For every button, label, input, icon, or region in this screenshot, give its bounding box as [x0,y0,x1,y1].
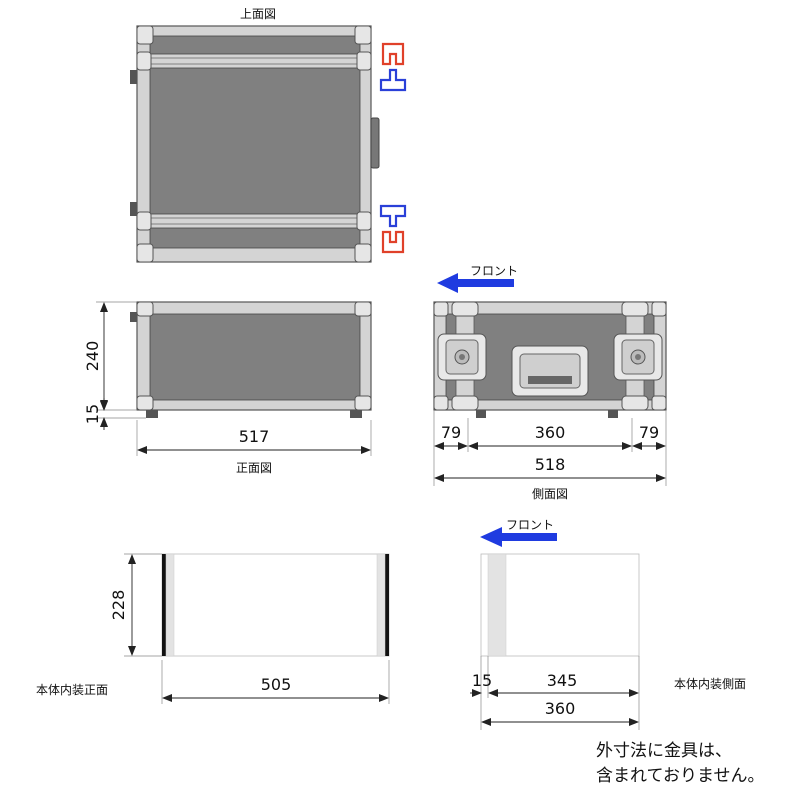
side-mid-dim: 360 [535,423,566,442]
front-view: 240 15 517 正面図 [83,301,372,475]
top-band-panel [149,35,361,55]
side-total-dim: 518 [535,455,566,474]
inner-side-box [480,553,640,657]
front-arrow-icon-2 [480,527,557,547]
bottom-band-panel [149,227,361,249]
front-panel [149,313,361,401]
front-height-label: 240 [83,341,102,372]
top-main-panel [149,67,361,215]
side-right-dim: 79 [639,423,659,442]
front-foot-left [146,410,158,418]
latch-left-bottom [130,202,137,216]
inner-front-height-dim: 228 [109,590,128,621]
side-view-title: 側面図 [532,487,568,501]
top-view: 上面図 [130,7,407,263]
front-arrow-label: フロント [470,264,518,278]
inner-front-box [161,553,390,657]
front-arrow-icon [437,273,514,293]
inner-side-title: 本体内装側面 [674,677,746,691]
side-view: フロント [433,264,667,501]
front-arrow-label-2: フロント [506,518,554,532]
profile-blue-top [379,68,407,92]
inner-side-depth-dim: 345 [547,671,578,690]
inner-side-total-dim: 360 [545,699,576,718]
profile-red-bottom [381,230,405,254]
top-view-title: 上面図 [240,7,276,21]
profile-red-top [381,42,405,66]
note-line-2: 含まれておりません。 [596,766,764,786]
side-left-dim: 79 [441,423,461,442]
inner-front-view: 228 505 本体内装正面 [36,553,390,704]
side-handle [370,117,380,169]
front-foot-right [350,410,362,418]
inner-front-width-dim: 505 [261,675,292,694]
latch-left-top [130,70,137,84]
front-foot-label: 15 [83,404,102,424]
inner-side-view: フロント 15 345 360 本体内装側面 [470,518,746,730]
profile-blue-bottom [379,204,407,228]
front-view-title: 正面図 [236,461,272,475]
front-width-label: 517 [239,427,270,446]
inner-side-front-dim: 15 [472,671,492,690]
inner-front-title: 本体内装正面 [36,683,108,697]
note-line-1: 外寸法に金具は、 [596,741,732,761]
